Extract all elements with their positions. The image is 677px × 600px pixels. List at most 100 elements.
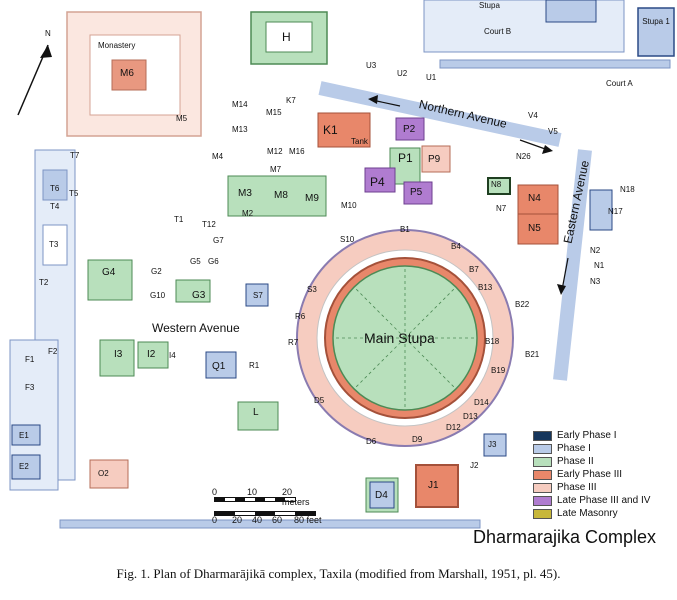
legend-item: Phase III [533, 481, 673, 494]
main-stupa-label: Main Stupa [364, 330, 435, 346]
legend-label: Phase III [557, 482, 597, 493]
label-d12: D12 [446, 423, 461, 432]
legend-item: Phase II [533, 455, 673, 468]
scale-ft-20: 20 [232, 515, 243, 525]
figure-caption: Fig. 1. Plan of Dharmarājikā complex, Ta… [116, 566, 561, 581]
legend-swatch [533, 482, 552, 493]
monastery-block [66, 11, 202, 137]
label-p4: P4 [370, 175, 385, 189]
label-b19: B19 [491, 366, 506, 375]
label-n4: N4 [528, 193, 541, 204]
label-t12: T12 [202, 220, 216, 229]
label-m16: M16 [289, 147, 305, 156]
legend-item: Early Phase III [533, 468, 673, 481]
tank-label: Tank [351, 137, 368, 146]
label-r1: R1 [249, 361, 260, 370]
stupa-label: Stupa [479, 1, 500, 10]
label-n18: N18 [620, 185, 635, 194]
label-n8: N8 [491, 180, 502, 189]
label-i2: I2 [147, 349, 156, 360]
label-b18: B18 [485, 337, 500, 346]
map-title: Dharmarajika Complex [473, 527, 657, 547]
label-p1: P1 [398, 151, 413, 165]
legend-item: Late Masonry [533, 507, 673, 520]
label-j2: J2 [470, 461, 479, 470]
label-n5: N5 [528, 223, 541, 234]
legend-label: Early Phase III [557, 469, 623, 480]
label-k1: K1 [323, 123, 338, 137]
label-m3: M3 [238, 188, 252, 199]
scale-feet-bar [214, 511, 316, 516]
label-m7: M7 [270, 165, 282, 174]
label-m2: M2 [242, 209, 254, 218]
legend-item: Early Phase I [533, 429, 673, 442]
scale-ft-0: 0 [212, 515, 218, 525]
label-n26: N26 [516, 152, 531, 161]
label-g10: G10 [150, 291, 166, 300]
label-m14: M14 [232, 100, 248, 109]
label-n2: N2 [590, 246, 601, 255]
eastern-avenue-band [553, 149, 592, 381]
h-label: H [282, 30, 291, 44]
rooms [87, 112, 613, 513]
legend-label: Phase I [557, 443, 591, 454]
h-block [250, 11, 328, 65]
legend-swatch [533, 495, 552, 506]
label-k7: K7 [286, 96, 296, 105]
label-t6: T6 [50, 184, 60, 193]
label-n3: N3 [590, 277, 601, 286]
label-p2: P2 [403, 124, 416, 135]
monastery-label: Monastery [98, 41, 136, 50]
label-i3: I3 [114, 349, 123, 360]
legend-label: Phase II [557, 456, 594, 467]
legend-swatch [533, 508, 552, 519]
legend: Early Phase I Phase I Phase II Early Pha… [533, 429, 673, 520]
label-e1: E1 [19, 431, 29, 440]
label-m13: M13 [232, 125, 248, 134]
label-t5: T5 [69, 189, 79, 198]
label-j3: J3 [488, 440, 497, 449]
label-d6: D6 [366, 437, 377, 446]
scale-ft-60: 60 [272, 515, 283, 525]
legend-swatch [533, 469, 552, 480]
label-d13: D13 [463, 412, 478, 421]
label-n17: N17 [608, 207, 623, 216]
label-u2: U2 [397, 69, 408, 78]
label-g3: G3 [192, 290, 206, 301]
scale-m-10: 10 [247, 487, 258, 497]
scale-m-0: 0 [212, 487, 218, 497]
label-u1: U1 [426, 73, 437, 82]
label-m10: M10 [341, 201, 357, 210]
label-t2: T2 [39, 278, 49, 287]
label-f2: F2 [48, 347, 58, 356]
north-arrow [17, 44, 52, 116]
legend-swatch [533, 430, 552, 441]
label-m15: M15 [266, 108, 282, 117]
label-s3: S3 [307, 285, 317, 294]
legend-item: Phase I [533, 442, 673, 455]
label-r6: R6 [295, 312, 306, 321]
label-m5: M5 [176, 114, 188, 123]
label-v4: V4 [528, 111, 538, 120]
south-wall [59, 519, 481, 529]
legend-item: Late Phase III and IV [533, 494, 673, 507]
avenue-arrows [368, 95, 569, 295]
label-m8: M8 [274, 190, 288, 201]
label-m4: M4 [212, 152, 224, 161]
label-o2: O2 [98, 469, 109, 478]
label-d9: D9 [412, 435, 423, 444]
west-wall [9, 149, 76, 491]
label-b7: B7 [469, 265, 479, 274]
court-b-label: Court B [484, 27, 512, 36]
label-n1: N1 [594, 261, 605, 270]
label-m12: M12 [267, 147, 283, 156]
label-t4: T4 [50, 202, 60, 211]
label-b21: B21 [525, 350, 540, 359]
label-d4: D4 [375, 490, 388, 501]
label-t7: T7 [70, 151, 80, 160]
label-s10: S10 [340, 235, 355, 244]
legend-swatch [533, 456, 552, 467]
label-n7: N7 [496, 204, 507, 213]
label-f3: F3 [25, 383, 35, 392]
label-g6: G6 [208, 257, 219, 266]
